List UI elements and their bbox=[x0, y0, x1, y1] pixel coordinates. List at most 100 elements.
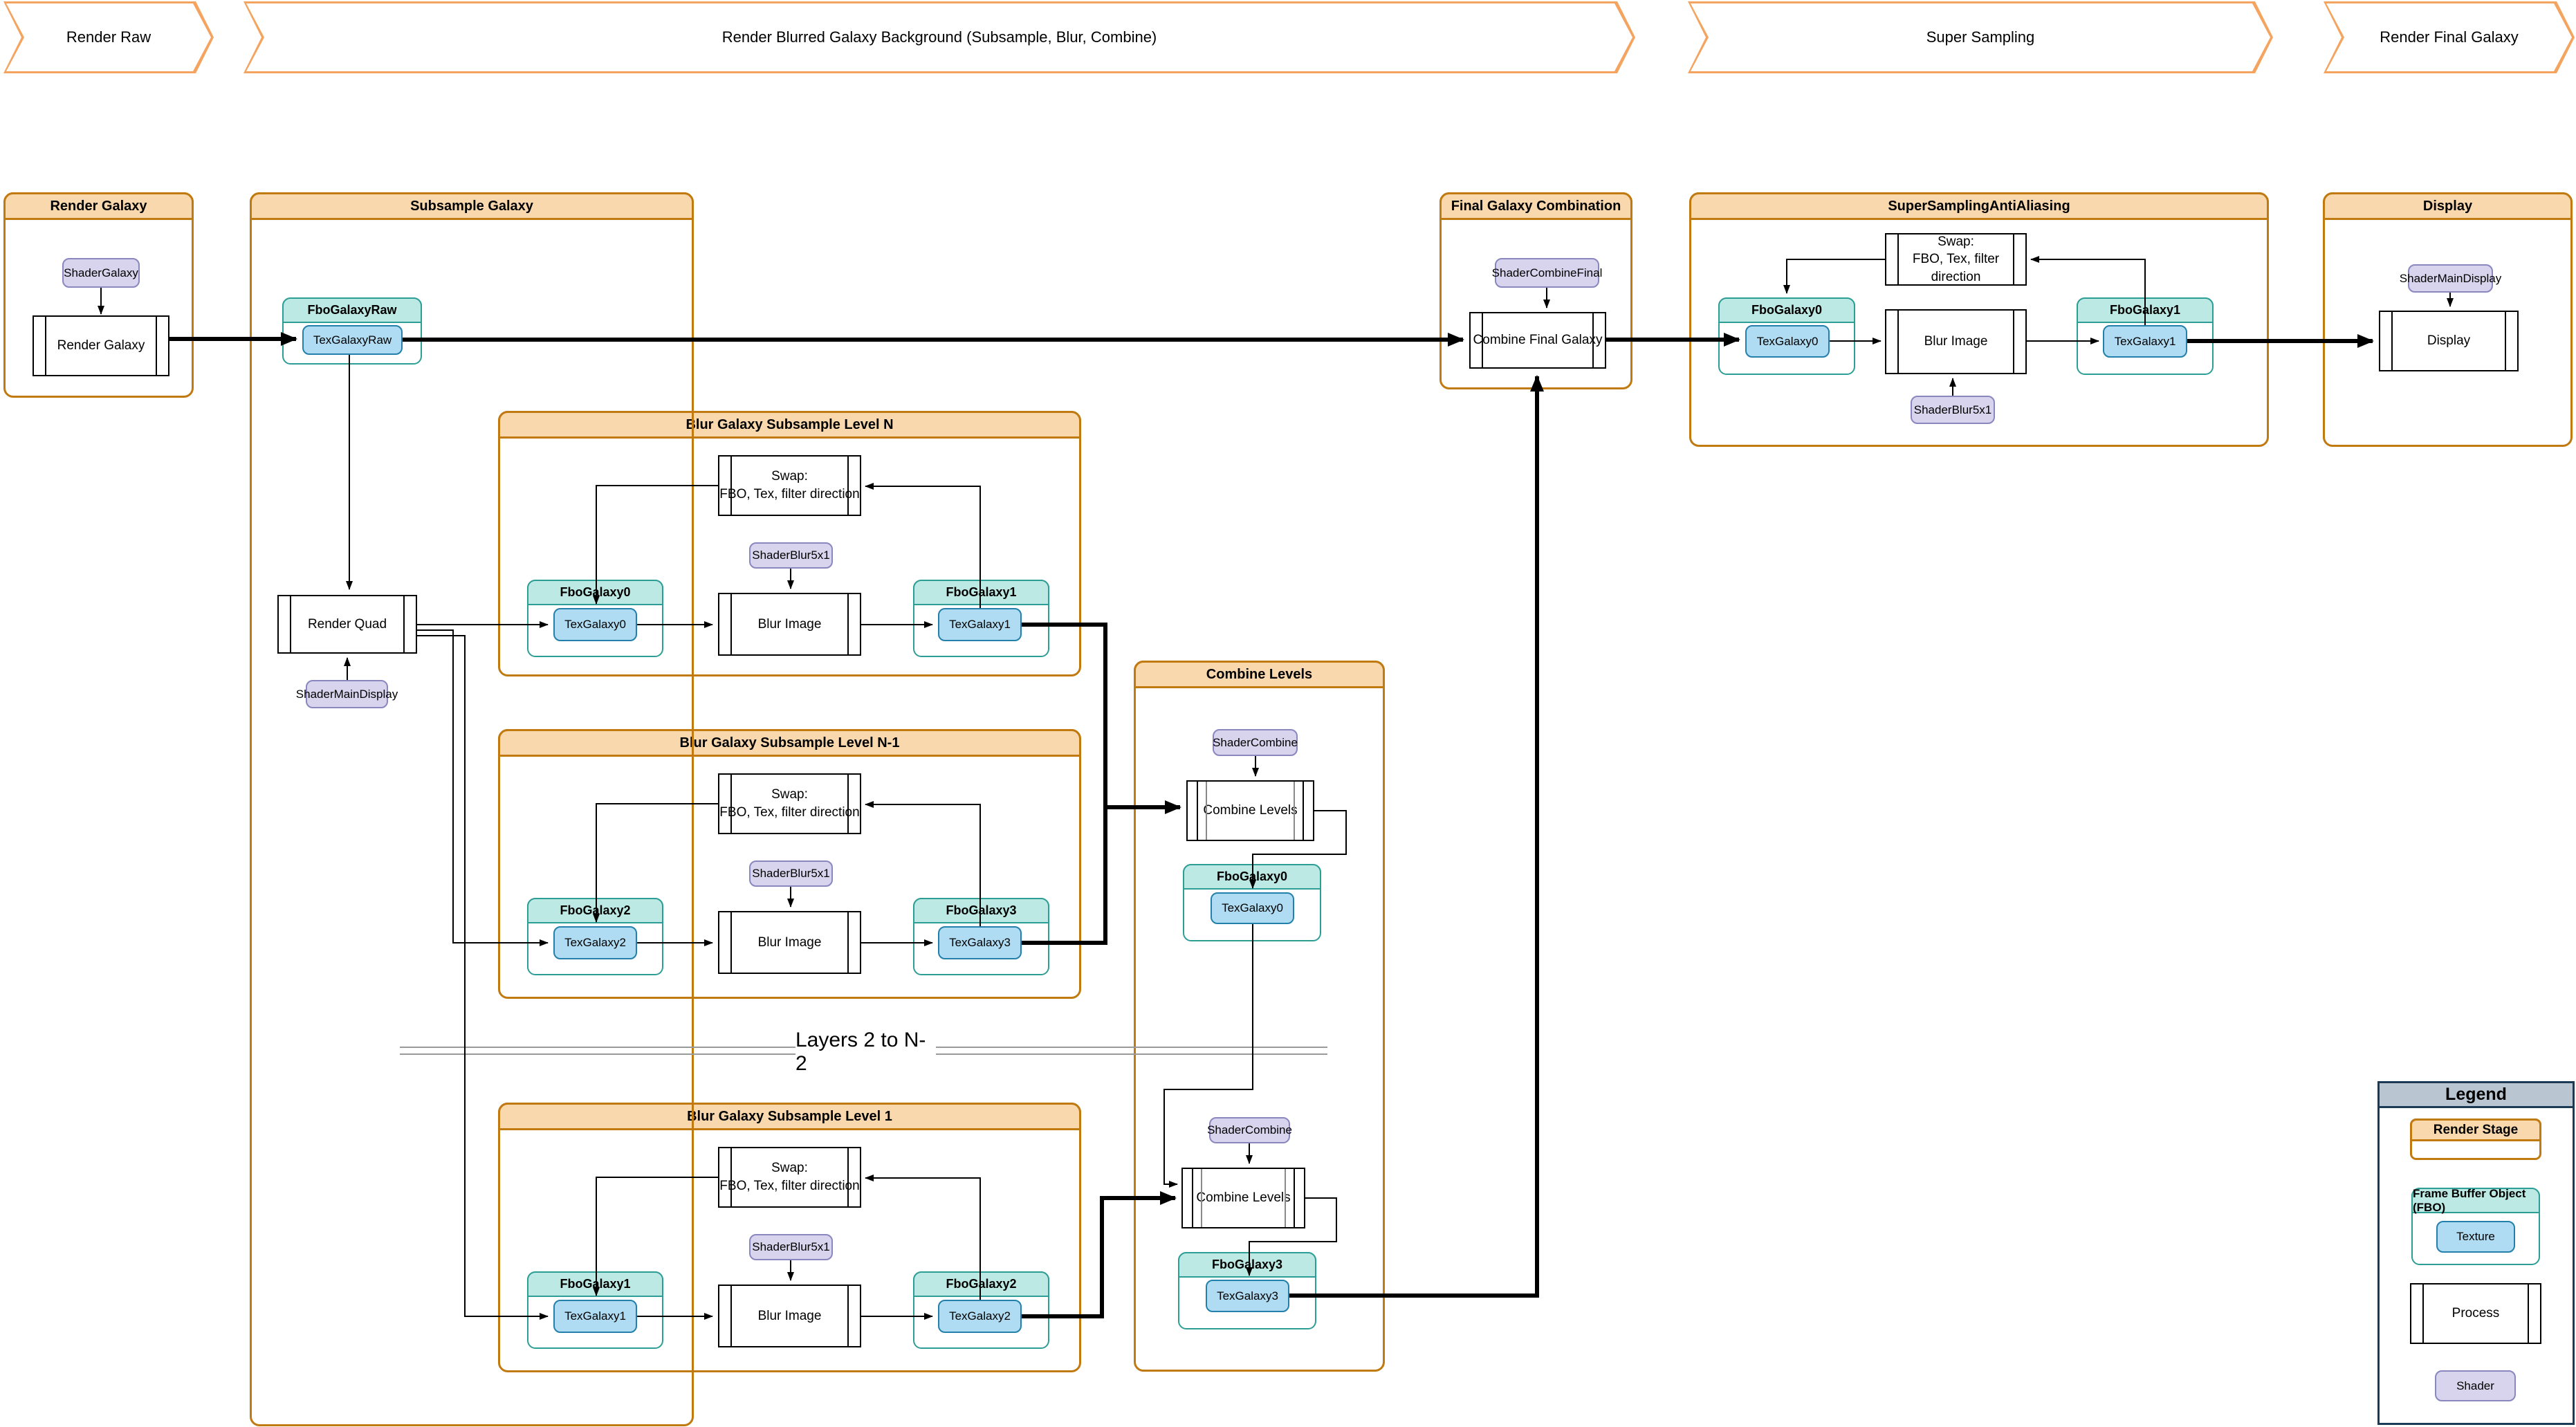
shader-label: ShaderCombine bbox=[1213, 735, 1298, 749]
banner-super-sampling: Super Sampling bbox=[1688, 1, 2273, 73]
swap-label-line2: FBO, Tex, filter direction bbox=[719, 805, 860, 820]
legend-shader-sample: Shader bbox=[2435, 1370, 2516, 1401]
shader-blur5x1-level-n: ShaderBlur5x1 bbox=[749, 542, 833, 569]
tex-label: TexGalaxy0 bbox=[1222, 901, 1283, 914]
shader-label: ShaderBlur5x1 bbox=[752, 1240, 830, 1253]
group-final-combination-title: Final Galaxy Combination bbox=[1439, 192, 1632, 220]
shader-blur5x1-level-1: ShaderBlur5x1 bbox=[749, 1234, 833, 1260]
process-label: Display bbox=[2427, 333, 2471, 349]
layers-divider-label: Layers 2 to N-2 bbox=[795, 1029, 926, 1075]
tex-galaxy3-combine: TexGalaxy3 bbox=[1206, 1280, 1289, 1312]
shader-label: ShaderBlur5x1 bbox=[752, 549, 830, 562]
shader-combine-bottom: ShaderCombine bbox=[1207, 1117, 1292, 1143]
process-combine-levels-bottom: Combine Levels bbox=[1181, 1168, 1305, 1228]
group-render-galaxy-title: Render Galaxy bbox=[3, 192, 194, 220]
legend-fbo-sample: Frame Buffer Object (FBO) bbox=[2411, 1187, 2540, 1265]
process-label: Render Quad bbox=[307, 616, 387, 632]
group-ssaa-title: SuperSamplingAntiAliasing bbox=[1689, 192, 2269, 220]
fbo-title: FboGalaxyRaw bbox=[282, 297, 422, 323]
shader-blur5x1-ssaa: ShaderBlur5x1 bbox=[1911, 396, 1995, 424]
process-swap-ssaa: Swap: FBO, Tex, filter direction bbox=[1885, 233, 2027, 286]
process-render-galaxy: Render Galaxy bbox=[33, 315, 169, 376]
tex-galaxy1-level-1: TexGalaxy1 bbox=[553, 1300, 637, 1333]
tex-galaxy1-level-n: TexGalaxy1 bbox=[938, 608, 1022, 641]
fbo-title: FboGalaxy0 bbox=[1718, 297, 1855, 323]
tex-galaxy0-combine: TexGalaxy0 bbox=[1211, 892, 1294, 924]
group-blur-level-n1-title: Blur Galaxy Subsample Level N-1 bbox=[498, 729, 1081, 757]
tex-galaxy1-ssaa: TexGalaxy1 bbox=[2103, 325, 2187, 358]
shader-main-display-subsample: ShaderMainDisplay bbox=[296, 680, 398, 708]
banner-super-sampling-label: Super Sampling bbox=[1926, 28, 2035, 46]
process-blur-image-level-n: Blur Image bbox=[718, 593, 861, 656]
group-subsample-galaxy: Subsample Galaxy bbox=[250, 192, 694, 1426]
process-blur-image-level-1: Blur Image bbox=[718, 1285, 861, 1347]
fbo-title: FboGalaxy1 bbox=[2077, 297, 2214, 323]
banner-render-final-label: Render Final Galaxy bbox=[2380, 28, 2519, 46]
tex-label: TexGalaxy1 bbox=[2114, 334, 2176, 348]
process-swap-level-n1: Swap: FBO, Tex, filter direction bbox=[718, 773, 861, 834]
process-label: Blur Image bbox=[1924, 334, 1988, 349]
process-combine-final-galaxy: Combine Final Galaxy bbox=[1469, 312, 1606, 369]
shader-label: ShaderCombine bbox=[1207, 1123, 1292, 1136]
swap-label-line1: Swap: bbox=[771, 787, 808, 802]
shader-galaxy: ShaderGalaxy bbox=[62, 258, 140, 288]
tex-label: TexGalaxy3 bbox=[1217, 1289, 1278, 1302]
process-display: Display bbox=[2379, 311, 2519, 371]
group-display-title: Display bbox=[2323, 192, 2573, 220]
group-blur-level-1-title: Blur Galaxy Subsample Level 1 bbox=[498, 1103, 1081, 1130]
tex-label: TexGalaxy3 bbox=[949, 936, 1011, 949]
process-label: Combine Levels bbox=[1203, 803, 1298, 818]
fbo-galaxy0-ssaa: FboGalaxy0 bbox=[1718, 297, 1855, 375]
layers-divider-line-left bbox=[400, 1047, 795, 1055]
process-label: Render Galaxy bbox=[57, 338, 145, 353]
shader-combine-top: ShaderCombine bbox=[1213, 729, 1298, 756]
legend-texture-label: Texture bbox=[2456, 1230, 2495, 1243]
fbo-title: FboGalaxy2 bbox=[913, 1271, 1049, 1297]
tex-galaxy0-level-n: TexGalaxy0 bbox=[553, 608, 637, 641]
tex-label: TexGalaxy0 bbox=[1756, 334, 1819, 348]
process-label: Blur Image bbox=[757, 935, 822, 950]
banner-render-raw-label: Render Raw bbox=[66, 28, 151, 46]
tex-label: TexGalaxy0 bbox=[564, 618, 626, 631]
fbo-title: FboGalaxy0 bbox=[1183, 864, 1321, 890]
banner-render-blurred: Render Blurred Galaxy Background (Subsam… bbox=[243, 1, 1635, 73]
tex-galaxy-raw: TexGalaxyRaw bbox=[302, 325, 403, 355]
shader-main-display: ShaderMainDisplay bbox=[2400, 264, 2501, 293]
tex-galaxy2-level-n1: TexGalaxy2 bbox=[553, 926, 637, 959]
tex-galaxy0-ssaa: TexGalaxy0 bbox=[1745, 325, 1830, 358]
legend-title: Legend bbox=[2380, 1083, 2573, 1108]
tex-galaxy2-level-1: TexGalaxy2 bbox=[938, 1300, 1022, 1333]
tex-label: TexGalaxy1 bbox=[564, 1309, 626, 1323]
shader-label: ShaderCombineFinal bbox=[1491, 266, 1603, 279]
tex-label: TexGalaxy1 bbox=[949, 618, 1011, 631]
shader-label: ShaderBlur5x1 bbox=[752, 867, 830, 880]
process-render-quad: Render Quad bbox=[277, 595, 417, 654]
fbo-title: FboGalaxy3 bbox=[913, 898, 1049, 923]
process-label: Blur Image bbox=[757, 616, 822, 632]
shader-label: ShaderGalaxy bbox=[64, 266, 138, 279]
process-swap-level-n: Swap: FBO, Tex, filter direction bbox=[718, 455, 861, 516]
shader-label: ShaderMainDisplay bbox=[2399, 271, 2502, 285]
process-swap-level-1: Swap: FBO, Tex, filter direction bbox=[718, 1147, 861, 1208]
process-label: Combine Levels bbox=[1196, 1190, 1291, 1206]
tex-label: TexGalaxy2 bbox=[949, 1309, 1011, 1323]
legend-process-label: Process bbox=[2451, 1306, 2500, 1321]
process-label: Combine Final Galaxy bbox=[1473, 333, 1603, 348]
tex-label: TexGalaxyRaw bbox=[313, 333, 392, 347]
swap-label-line1: Swap: bbox=[1938, 234, 1974, 249]
group-subsample-galaxy-title: Subsample Galaxy bbox=[250, 192, 694, 220]
process-blur-image-level-n1: Blur Image bbox=[718, 911, 861, 974]
group-combine-levels-title: Combine Levels bbox=[1134, 661, 1385, 688]
legend-process-sample: Process bbox=[2410, 1283, 2541, 1344]
group-blur-level-n-title: Blur Galaxy Subsample Level N bbox=[498, 411, 1081, 439]
layers-divider-line-right bbox=[936, 1047, 1327, 1055]
shader-combine-final: ShaderCombineFinal bbox=[1492, 258, 1602, 288]
shader-blur5x1-level-n1: ShaderBlur5x1 bbox=[749, 860, 833, 887]
tex-label: TexGalaxy2 bbox=[564, 936, 626, 949]
swap-label-line2: FBO, Tex, filter direction bbox=[1912, 252, 2000, 284]
shader-label: ShaderMainDisplay bbox=[295, 687, 398, 701]
legend-render-stage-sample: Render Stage bbox=[2410, 1118, 2541, 1160]
legend-texture-sample: Texture bbox=[2436, 1221, 2515, 1253]
swap-label-line2: FBO, Tex, filter direction bbox=[719, 1179, 860, 1193]
